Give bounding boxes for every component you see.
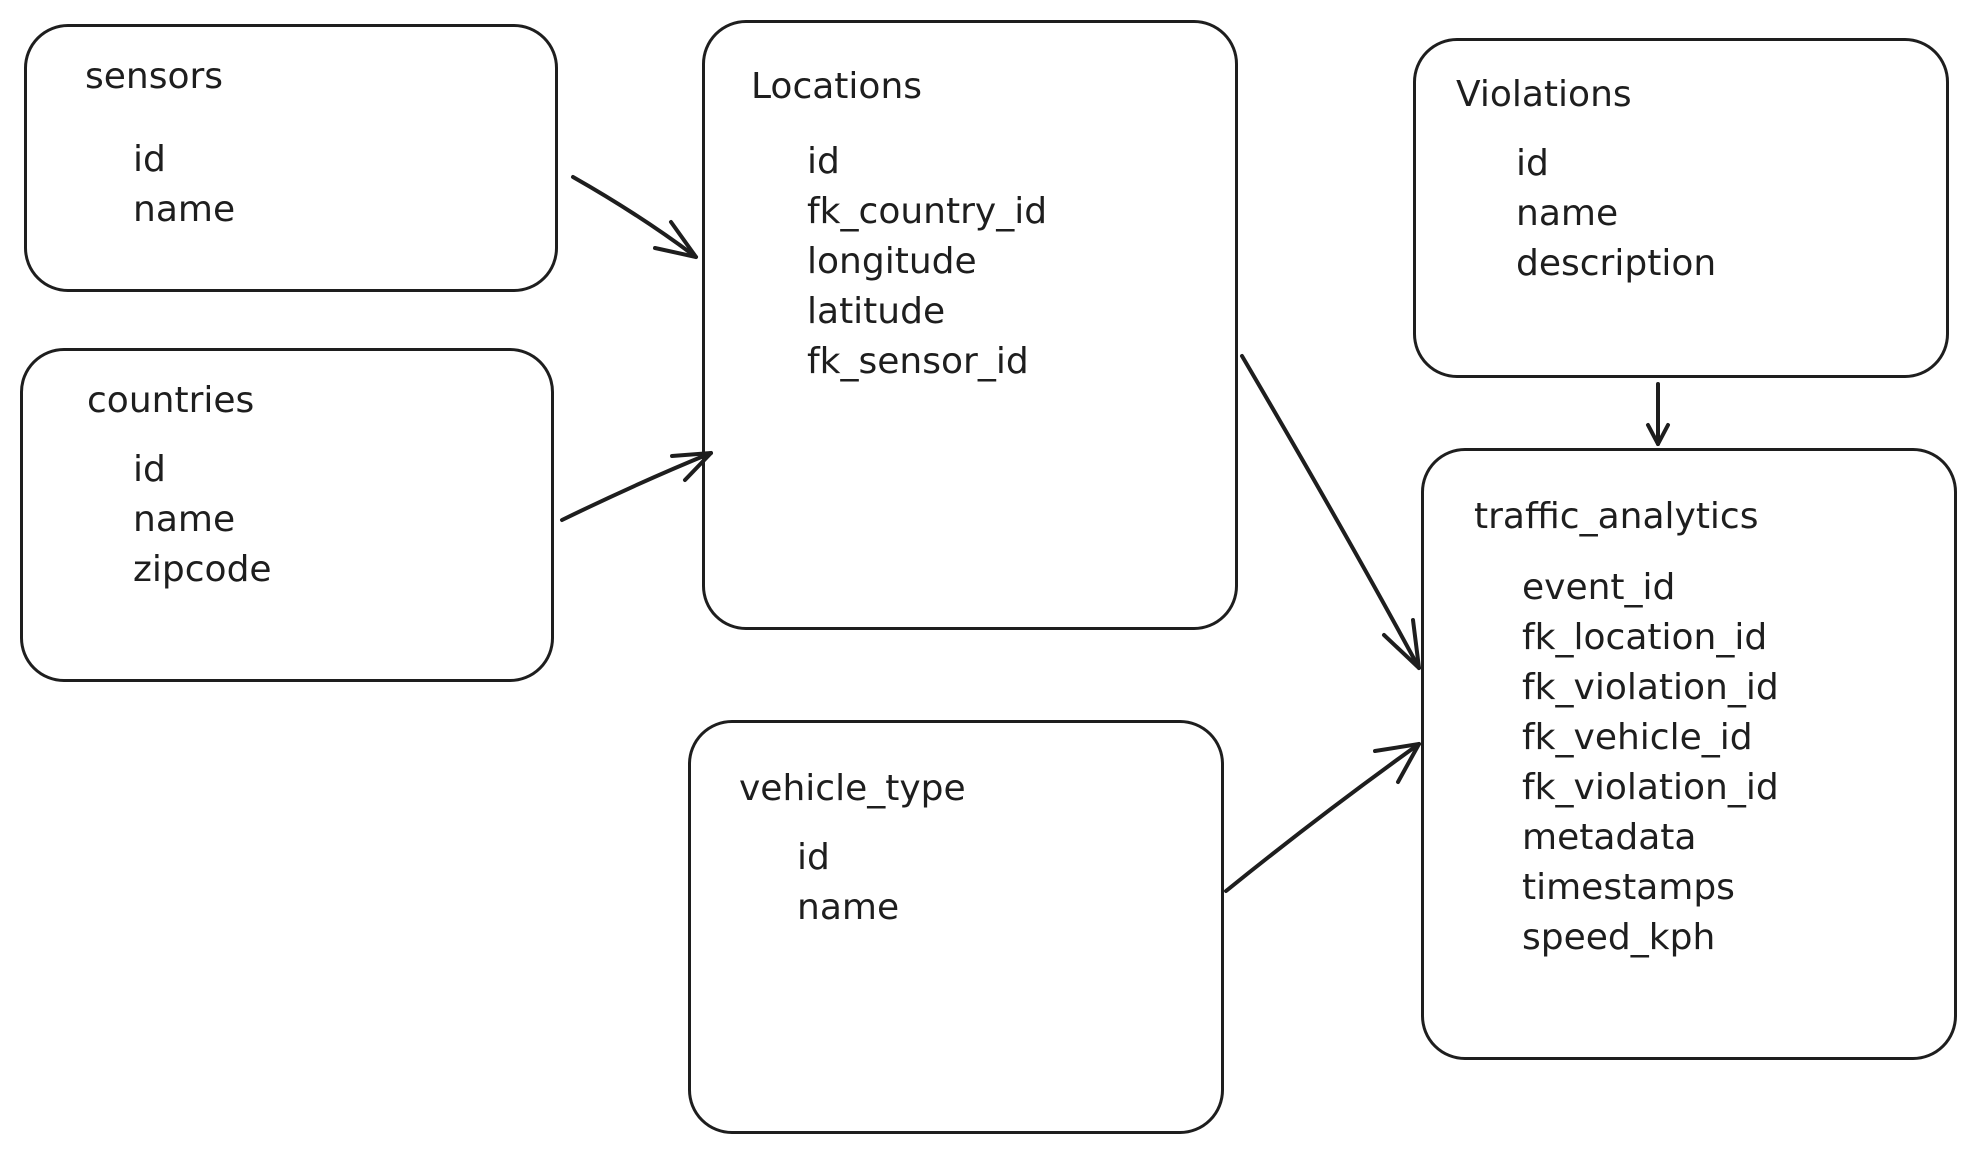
field-item: fk_country_id	[807, 191, 1048, 232]
entity-violations[interactable]: Violations id name description	[1413, 38, 1949, 378]
field-item: id	[133, 449, 166, 490]
field-list: event_id fk_location_id fk_violation_id …	[1522, 563, 1779, 963]
entity-locations[interactable]: Locations id fk_country_id longitude lat…	[702, 20, 1238, 630]
entity-title: Violations	[1456, 74, 1632, 115]
field-item: fk_location_id	[1522, 617, 1768, 658]
field-item: speed_kph	[1522, 917, 1716, 958]
field-item: metadata	[1522, 817, 1697, 858]
field-item: name	[133, 189, 236, 230]
field-item: latitude	[807, 291, 946, 332]
edge-locations-to-traffic-analytics	[1240, 354, 1421, 670]
field-item: fk_violation_id	[1522, 667, 1779, 708]
field-list: id name zipcode	[133, 445, 272, 595]
field-item: id	[797, 837, 830, 878]
field-list: id name description	[1516, 139, 1716, 289]
field-item: longitude	[807, 241, 977, 282]
entity-sensors[interactable]: sensors id name	[24, 24, 558, 292]
field-list: id name	[133, 135, 235, 235]
edge-sensors-to-locations	[571, 175, 698, 259]
field-item: name	[133, 499, 236, 540]
entity-title: traffic_analytics	[1474, 496, 1759, 537]
entity-title: sensors	[85, 56, 224, 97]
edge-vehicle-type-to-traffic-analytics	[1224, 742, 1421, 893]
field-item: name	[1516, 193, 1619, 234]
field-item: fk_violation_id	[1522, 767, 1779, 808]
field-item: fk_sensor_id	[807, 341, 1029, 382]
entity-title: Locations	[751, 66, 923, 107]
entity-vehicle-type[interactable]: vehicle_type id name	[688, 720, 1224, 1134]
edge-violations-to-traffic-analytics	[1646, 382, 1670, 446]
field-item: timestamps	[1522, 867, 1735, 908]
field-item: id	[1516, 143, 1549, 184]
field-item: event_id	[1522, 567, 1676, 608]
entity-countries[interactable]: countries id name zipcode	[20, 348, 554, 682]
field-item: name	[797, 887, 900, 928]
field-list: id fk_country_id longitude latitude fk_s…	[807, 137, 1047, 387]
field-item: zipcode	[133, 549, 272, 590]
field-item: fk_vehicle_id	[1522, 717, 1753, 758]
field-item: id	[807, 141, 840, 182]
field-list: id name	[797, 833, 899, 933]
entity-traffic-analytics[interactable]: traffic_analytics event_id fk_location_i…	[1421, 448, 1957, 1060]
field-item: id	[133, 139, 166, 180]
entity-title: vehicle_type	[739, 768, 966, 809]
edge-countries-to-locations	[560, 451, 713, 522]
field-item: description	[1516, 243, 1717, 284]
entity-title: countries	[87, 380, 255, 421]
